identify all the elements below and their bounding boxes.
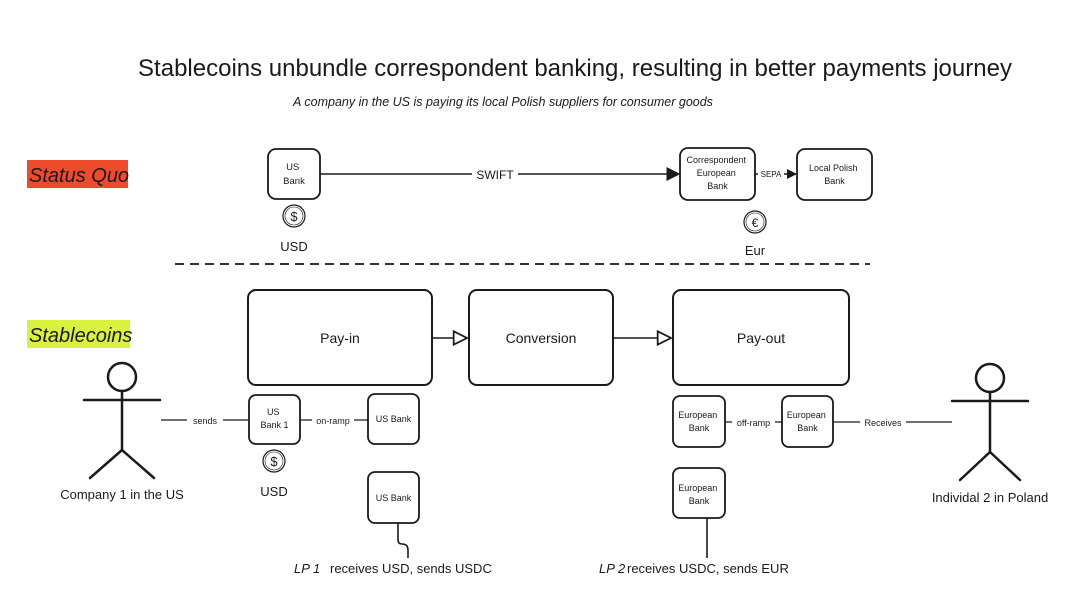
lp1-us-bank-label: US Bank (376, 493, 412, 503)
usd-symbol: $ (290, 209, 298, 224)
status-quo-label-bg (27, 160, 128, 188)
offramp-label: off-ramp (737, 418, 770, 428)
european-bank-b-line1: European (787, 410, 826, 420)
lp2-european-bank-label: European Bank (678, 483, 720, 506)
usd-symbol-stablecoins: $ (270, 454, 278, 469)
us-bank-label-line1: US (286, 162, 299, 173)
company-label: Company 1 in the US (60, 487, 184, 502)
lp2-text: receives USDC, sends EUR (627, 561, 789, 576)
usd-label: USD (280, 239, 307, 254)
usd-coin-icon-stablecoins (262, 449, 286, 473)
local-polish-label-line2: Bank (824, 176, 845, 186)
sends-label: sends (193, 416, 218, 426)
local-polish-bank-box[interactable] (796, 148, 873, 201)
european-bank-b-box[interactable] (781, 395, 834, 448)
page-subtitle: A company in the US is paying its local … (292, 95, 713, 109)
payout-label: Pay-out (737, 330, 785, 346)
individual-label: Individal 2 in Poland (932, 490, 1048, 505)
eur-label: Eur (745, 243, 766, 258)
european-bank-a-label: European Bank (678, 410, 720, 433)
us-bank-label: US Bank (283, 162, 305, 187)
correspondent-label-line1: Correspondent (686, 155, 746, 165)
individual-person-icon (950, 362, 1030, 482)
swift-label: SWIFT (476, 168, 514, 182)
correspondent-label-line3: Bank (707, 181, 728, 191)
lp2-caption: LP 2 receives USDC, sends EUR (599, 561, 789, 576)
sepa-label: SEPA (761, 170, 782, 179)
usd-label-stablecoins: USD (260, 484, 287, 499)
usd-coin-icon (282, 204, 306, 228)
us-bank-label-line2: Bank (283, 176, 305, 187)
european-bank-b-line2: Bank (797, 423, 818, 433)
payin-label: Pay-in (320, 330, 360, 346)
status-quo-label: Status Quo (29, 165, 129, 187)
local-polish-label-line1: Local Polish (809, 163, 858, 173)
status-quo-section: Status Quo US Bank SWIFT Correspondent E… (27, 147, 873, 258)
onramp-label: on-ramp (316, 416, 350, 426)
us-bank-box-stablecoins[interactable] (367, 393, 420, 445)
stablecoins-label: Stablecoins (29, 325, 132, 347)
us-bank-label-stablecoins: US Bank (376, 414, 412, 424)
correspondent-label-line2: European (697, 168, 736, 178)
eur-coin-icon (743, 210, 767, 234)
us-bank-box[interactable] (267, 148, 321, 200)
lp1-us-bank-box[interactable] (367, 471, 420, 524)
european-bank-a-line2: Bank (689, 423, 710, 433)
lp2-european-bank-line1: European (678, 483, 717, 493)
stablecoins-label-bg (27, 320, 130, 348)
lp1-text: receives USD, sends USDC (330, 561, 492, 576)
receives-label: Receives (864, 418, 902, 428)
stablecoins-section: Stablecoins Pay-in Conversion Pay-out Co… (27, 289, 1048, 576)
lp2-european-bank-box[interactable] (672, 467, 726, 519)
us-bank1-label: US Bank 1 (260, 407, 288, 430)
us-bank1-label-line1: US (267, 407, 280, 417)
eur-symbol: € (752, 216, 759, 230)
european-bank-b-label: European Bank (787, 410, 829, 433)
european-bank-a-line1: European (678, 410, 717, 420)
payout-box[interactable] (672, 289, 850, 386)
lp2-name: LP 2 (599, 561, 626, 576)
conversion-label: Conversion (506, 330, 577, 346)
lp2-european-bank-line2: Bank (689, 496, 710, 506)
correspondent-bank-label: Correspondent European Bank (686, 155, 748, 191)
lp1-name: LP 1 (294, 561, 320, 576)
us-bank1-label-line2: Bank 1 (260, 420, 288, 430)
european-bank-a-box[interactable] (672, 395, 726, 448)
local-polish-bank-label: Local Polish Bank (809, 163, 860, 186)
lp1-caption: LP 1 receives USD, sends USDC (294, 561, 492, 576)
page-title: Stablecoins unbundle correspondent banki… (138, 55, 1012, 82)
company-person-icon (82, 361, 162, 480)
lp1-connector (397, 523, 409, 558)
